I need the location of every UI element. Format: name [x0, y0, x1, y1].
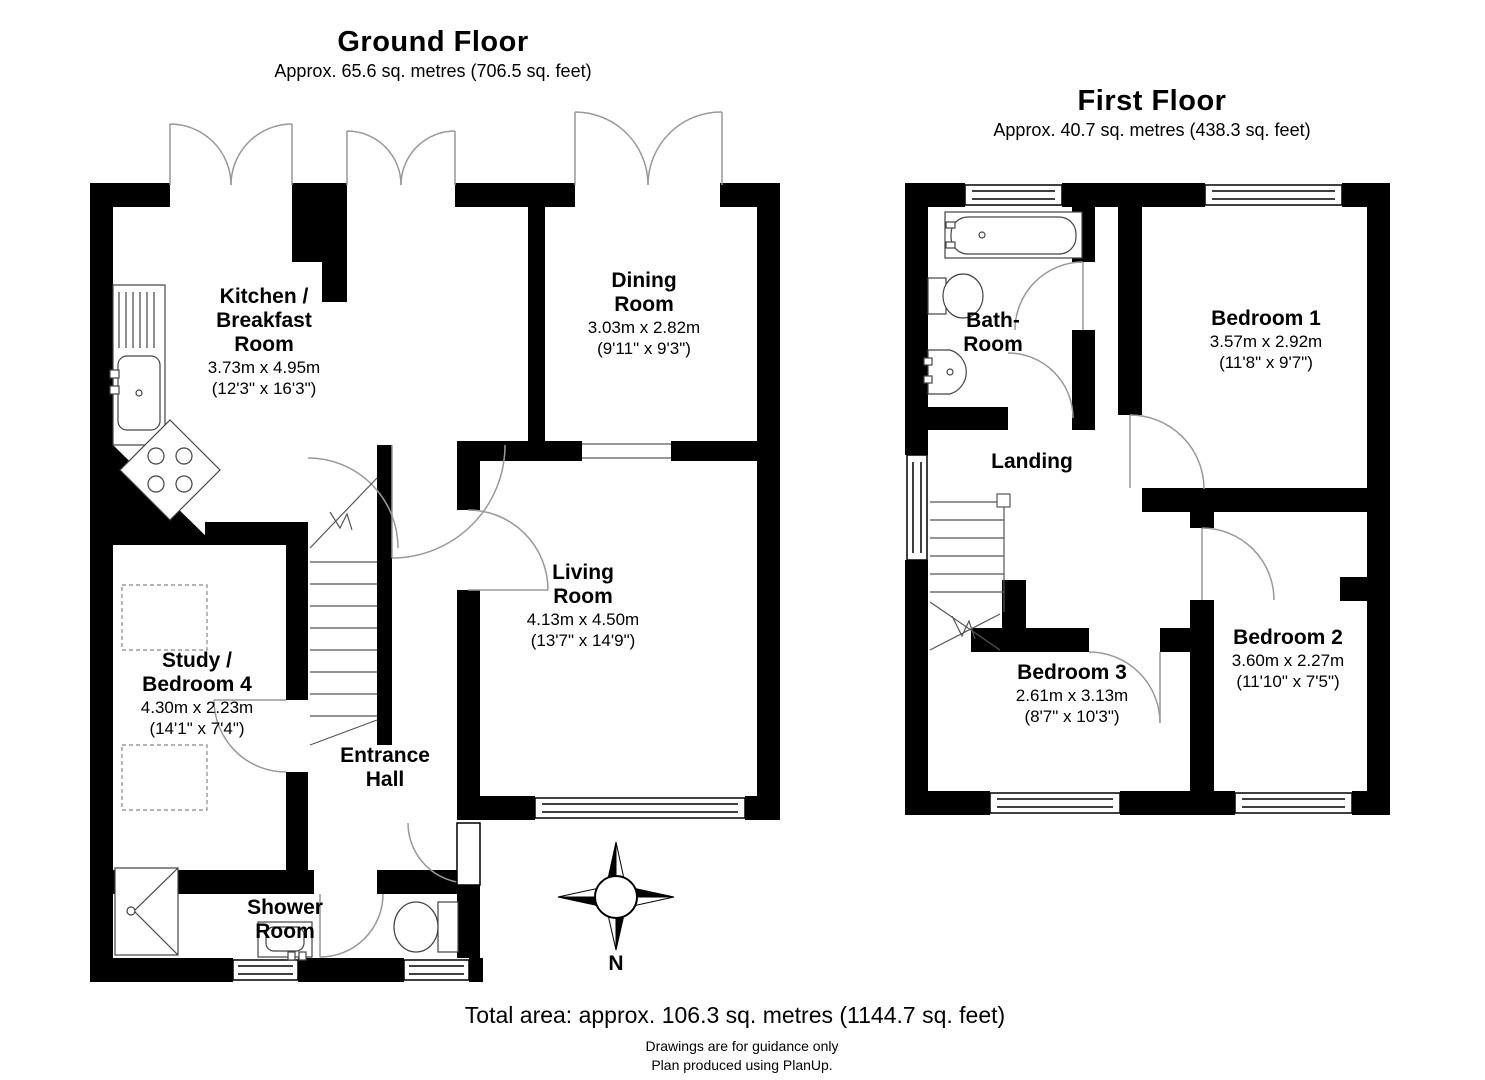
front-door-leaf [456, 822, 481, 886]
stove-hob [119, 419, 221, 521]
basin-first-floor [923, 349, 967, 395]
kitchen-sink [109, 284, 166, 446]
ground-floor-title: Ground Floor [337, 26, 529, 58]
room-label-bedroom3: Bedroom 3 2.61m x 3.13m (8'7" x 10'3") [1015, 661, 1129, 726]
ground-floor-subtitle: Approx. 65.6 sq. metres (706.5 sq. feet) [274, 61, 592, 81]
produced-by-text: Plan produced using PlanUp. [651, 1057, 833, 1073]
first-floor-doors [1007, 261, 1275, 724]
room-label-living: Living Room 4.13m x 4.50m (13'7" x 14'9"… [526, 561, 640, 650]
first-floor-title: First Floor [1077, 85, 1227, 117]
shower-room-sink [257, 921, 313, 961]
room-label-shower-room: Shower Room [247, 896, 323, 943]
dining-cased-opening [582, 443, 671, 459]
stairs-first-floor [929, 493, 1011, 651]
first-floor-walls [905, 183, 1390, 815]
room-label-entrance-hall: Entrance Hall [340, 744, 430, 791]
toilet-ground [393, 901, 459, 953]
shower-tray [114, 867, 179, 956]
room-label-bedroom1: Bedroom 1 3.57m x 2.92m (11'8" x 9'7") [1209, 307, 1323, 372]
first-floor-windows [906, 184, 1353, 814]
room-label-dining: Dining Room 3.03m x 2.82m (9'11" x 9'3") [587, 269, 701, 358]
compass-rose [557, 841, 675, 951]
disclaimer-text: Drawings are for guidance only [645, 1038, 839, 1054]
stairs-ground [309, 477, 378, 746]
toilet-first-floor [927, 273, 984, 319]
room-label-study: Study / Bedroom 4 4.30m x 2.23m (14'1" x… [140, 649, 254, 738]
compass-north-label: N [608, 952, 624, 975]
total-area-text: Total area: approx. 106.3 sq. metres (11… [464, 1002, 1006, 1028]
ground-floor-doors [169, 111, 723, 958]
bathtub [944, 211, 1083, 259]
room-label-bathroom: Bath- Room [963, 309, 1023, 356]
room-label-kitchen: Kitchen / Breakfast Room 3.73m x 4.95m (… [207, 285, 321, 398]
first-floor-subtitle: Approx. 40.7 sq. metres (438.3 sq. feet) [993, 120, 1311, 140]
room-label-landing: Landing [991, 450, 1073, 473]
ground-floor-windows [232, 797, 746, 981]
room-label-bedroom2: Bedroom 2 3.60m x 2.27m (11'10" x 7'5") [1231, 626, 1345, 691]
